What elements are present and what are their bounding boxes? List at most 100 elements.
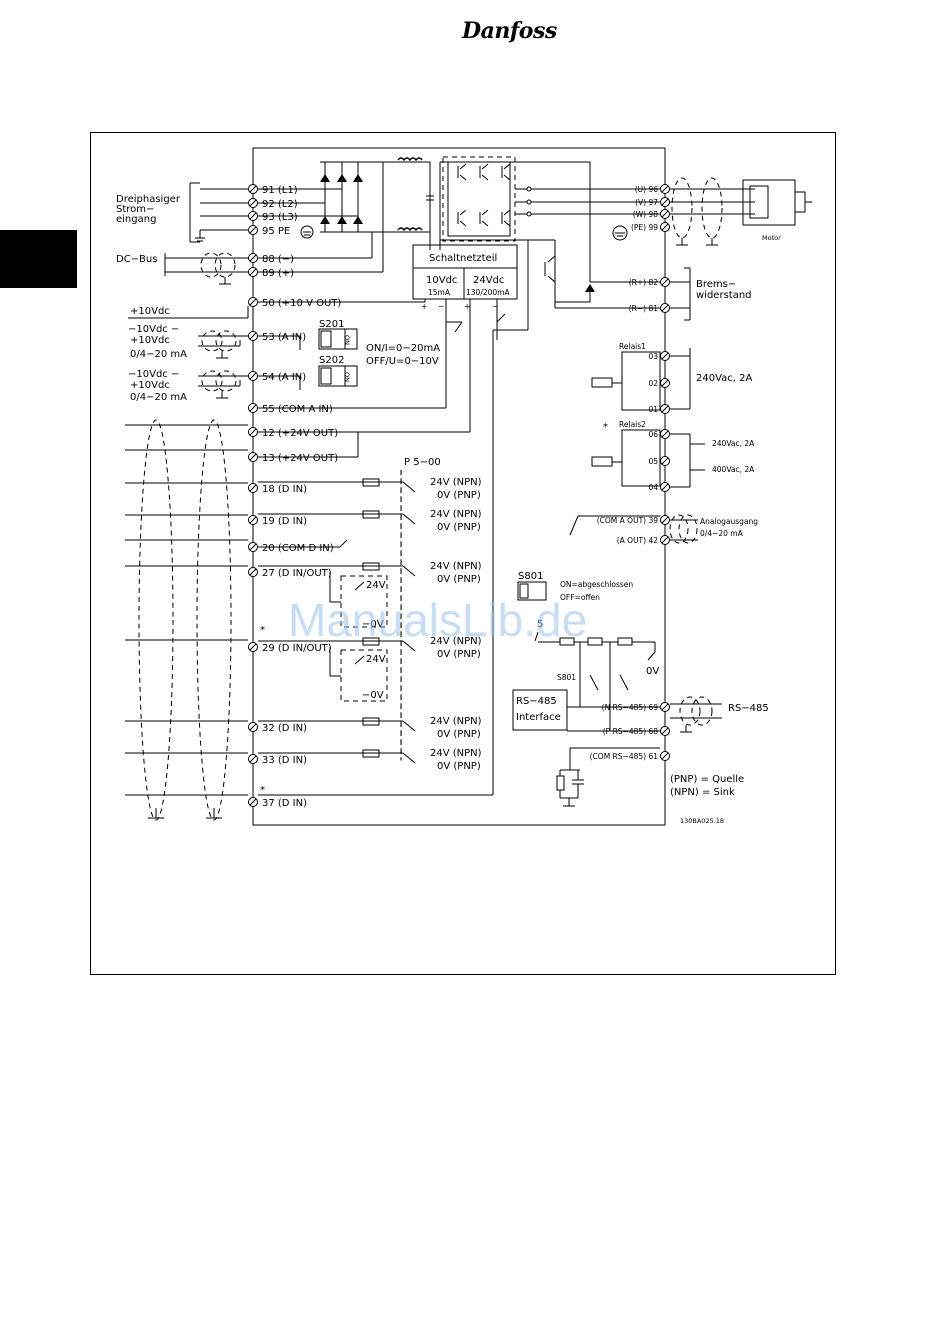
- npn-label: 24V (NPN): [430, 561, 482, 572]
- left-terminal: 32 (D IN): [248, 722, 307, 734]
- psu-10v-current: 15mA: [428, 288, 451, 297]
- pnp-label: 0V (PNP): [437, 574, 481, 585]
- on-closed-label: ON=abgeschlossen: [560, 580, 633, 589]
- analog-out-label-2: 0/4−20 mA: [700, 529, 744, 538]
- pnp-label: 0V (PNP): [437, 522, 481, 533]
- off-open-label: OFF=offen: [560, 593, 600, 602]
- relay-section: Relais1 240Vac, 2A * Relais2 240Vac, 2A …: [591, 342, 755, 488]
- digital-input-circuit: 24V (NPN) 0V (PNP): [258, 477, 482, 501]
- dc-bus-label: DC−Bus: [116, 254, 157, 265]
- left-terminal: 93 (L3): [248, 211, 298, 223]
- mains-input-wiring: Dreiphasiger Strom− eingang: [116, 182, 314, 243]
- left-terminal-label: 50 (+10 V OUT): [262, 298, 341, 309]
- left-terminal-label: 53 (A IN): [262, 332, 306, 343]
- left-terminal-label: 32 (D IN): [262, 723, 307, 734]
- watermark: ManualsLib.de: [288, 594, 587, 646]
- power-supply-block: Schaltnetzteil 10Vdc 15mA 24Vdc 130/200m…: [258, 240, 529, 796]
- igbt-icon: [479, 209, 489, 227]
- io29-24v: 24V: [366, 654, 386, 665]
- left-terminal-label: 92 (L2): [262, 199, 298, 210]
- right-terminal-label: 03: [648, 352, 658, 361]
- right-terminal-label: 05: [648, 457, 658, 466]
- rs485-label: RS−485: [728, 703, 769, 714]
- left-terminal: 19 (D IN): [248, 515, 307, 527]
- brake-resistor-section: Brems− widerstand: [670, 267, 752, 321]
- svg-text:+: +: [464, 302, 470, 311]
- left-terminal: 13 (+24V OUT): [248, 452, 338, 464]
- right-terminal: (COM RS−485) 61: [590, 751, 670, 761]
- s201-label: S201: [319, 319, 344, 330]
- left-terminal: 53 (A IN): [248, 331, 306, 343]
- pnp-label: 0V (PNP): [437, 729, 481, 740]
- left-terminal: 33 (D IN): [248, 754, 307, 766]
- relay2-rating-2: 400Vac, 2A: [712, 465, 755, 474]
- digital-input-circuit: 24V (NPN)0V (PNP): [258, 636, 482, 660]
- left-terminal-label: 93 (L3): [262, 212, 298, 223]
- quelle-label: (PNP) = Quelle: [670, 774, 744, 785]
- right-terminal: 06: [648, 429, 670, 439]
- npn-label: 24V (NPN): [430, 477, 482, 488]
- left-terminal-label: 37 (D IN): [262, 798, 307, 809]
- sink-label: (NPN) = Sink: [670, 787, 735, 798]
- rs485-section: S801 ON=abgeschlossen OFF=offen 5 0V S80…: [512, 571, 769, 825]
- on-off-label-2: OFF/U=0−10V: [366, 356, 439, 367]
- left-terminal-label: 19 (D IN): [262, 516, 307, 527]
- igbt-icon: [479, 163, 489, 181]
- left-terminal-label: 27 (D IN/OUT): [262, 568, 332, 579]
- digital-input-circuit: 24V (NPN)0V (PNP): [258, 509, 482, 533]
- brake-label-1: Brems−: [696, 279, 736, 290]
- left-terminal: 55 (COM A IN): [248, 403, 333, 415]
- relay1-rating: 240Vac, 2A: [696, 373, 752, 384]
- motor-section: Motor: [612, 177, 812, 246]
- psu-24v-current: 130/200mA: [466, 288, 510, 297]
- relay1-label: Relais1: [619, 342, 646, 351]
- left-terminal: 95 PE: [248, 225, 290, 237]
- s801-label: S801: [518, 571, 543, 582]
- ain54-label-3: 0/4−20 mA: [130, 392, 187, 403]
- right-terminal-label: 02: [648, 379, 658, 388]
- left-terminal: 12 (+24V OUT): [248, 427, 338, 439]
- right-terminal-label: (COM A OUT) 39: [597, 516, 658, 525]
- zero-v-label: 0V: [646, 666, 659, 677]
- inverter-igbt-bridge: [440, 156, 660, 309]
- rs485-iface-2: Interface: [516, 712, 561, 723]
- p500-label: P 5−00: [404, 457, 441, 468]
- igbt-icon: [457, 163, 467, 181]
- left-terminal: 92 (L2): [248, 198, 298, 210]
- right-terminal: 01: [648, 404, 670, 414]
- left-terminal-label: 18 (D IN): [262, 484, 307, 495]
- analog-output-section: Analogausgang 0/4−20 mA: [569, 514, 758, 544]
- left-terminal: 89 (+): [248, 267, 294, 279]
- right-terminal-label: 06: [648, 430, 658, 439]
- rectifier-bridge: [258, 157, 441, 273]
- left-terminal: 88 (−): [248, 253, 294, 265]
- s202-on: ON: [343, 372, 351, 382]
- diagram-frame: [90, 132, 836, 975]
- digital-input-circuit: 24V (NPN)0V (PNP): [258, 716, 482, 740]
- left-terminal: 20 (COM D IN): [248, 542, 334, 554]
- right-terminal-label: (COM RS−485) 61: [590, 752, 659, 761]
- igbt-icon: [501, 209, 511, 227]
- pnp-label: 0V (PNP): [437, 490, 481, 501]
- right-terminal: 03: [648, 351, 670, 361]
- ain54-label-1: −10Vdc −: [128, 369, 179, 380]
- svg-text:−: −: [438, 302, 444, 311]
- left-terminal-label: 12 (+24V OUT): [262, 428, 338, 439]
- psu-title: Schaltnetzteil: [429, 253, 497, 264]
- ain53-label-1: −10Vdc −: [128, 324, 179, 335]
- io27-24v: 24V: [366, 580, 386, 591]
- plus10-label: +10Vdc: [130, 306, 170, 317]
- ain53-label-3: 0/4−20 mA: [130, 349, 187, 360]
- ain54-label-2: +10Vdc: [130, 380, 170, 391]
- left-terminal: 37 (D IN): [248, 797, 307, 809]
- svg-text:−: −: [492, 302, 498, 311]
- ain53-label-2: +10Vdc: [130, 335, 170, 346]
- s201-on: ON: [343, 335, 351, 345]
- right-terminal: 05: [648, 456, 670, 466]
- brake-label-2: widerstand: [696, 290, 752, 301]
- left-terminal: 18 (D IN): [248, 483, 307, 495]
- three-phase-label-2: Strom−: [116, 204, 154, 215]
- right-terminal: (PE) 99: [631, 222, 670, 232]
- relay2-rating-1: 240Vac, 2A: [712, 439, 755, 448]
- three-phase-label-3: eingang: [116, 214, 156, 225]
